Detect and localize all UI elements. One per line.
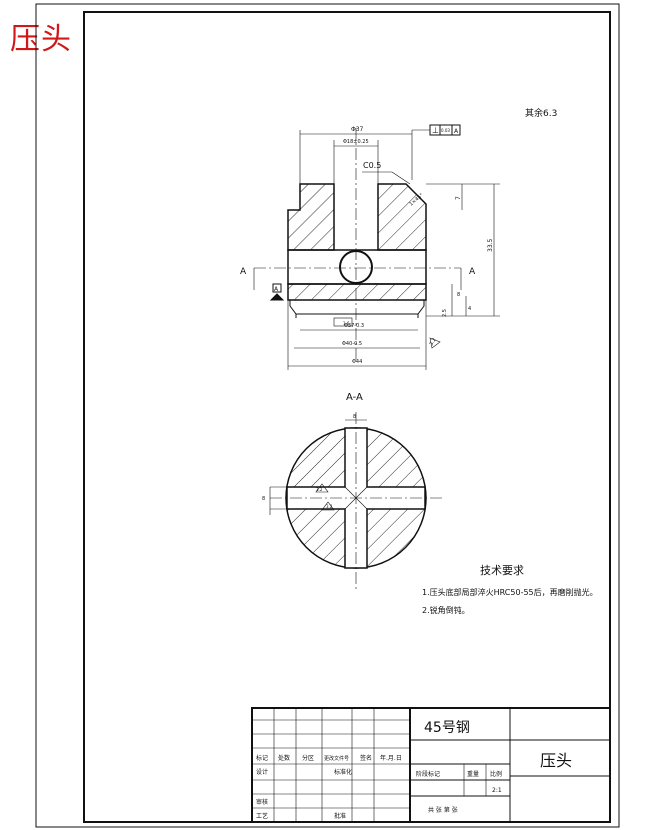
roughness-note: 其余6.3 [525, 107, 557, 119]
dim-4: 4 [468, 306, 471, 312]
dim-top-width: Φ37 [351, 126, 364, 133]
technical-requirements: 技术要求 1.压头底部局部淬火HRC50-55后，再磨削抛光。 2.锐角倒钝。 [422, 564, 598, 615]
dim-small-height: 7 [455, 196, 462, 200]
section-mark-right: A [469, 267, 476, 277]
header-count: 处数 [278, 754, 290, 762]
section-title: A-A [346, 392, 363, 403]
body-left-hatch [287, 183, 335, 251]
material-label: 45号钢 [424, 720, 470, 736]
lower-hatch [287, 283, 427, 301]
roughness-lower: 3.2 [429, 337, 438, 347]
weight-label: 重量 [467, 770, 479, 778]
row-standard: 标准化 [334, 768, 352, 776]
datum-label: A [274, 286, 279, 293]
dim-bore: Φ18±0.25 [343, 139, 369, 145]
dim-slot-width: 8 [353, 414, 356, 420]
bottom-flange [289, 300, 425, 315]
sheet-count: 共 张 第 张 [428, 806, 458, 814]
main-section-view: Φ37 Φ18±0.25 C0.5 ⊥ 0.03 A 33.5 7 1×45° … [240, 124, 500, 370]
header-zone: 分区 [302, 754, 314, 762]
section-mark-left: A [240, 267, 247, 277]
roughness-box-inner [333, 317, 353, 327]
drawing-border [83, 11, 611, 823]
section-view-aa: A-A 8 8 3.2 3.2 [262, 392, 442, 590]
title-block-part-name: 压头 [540, 751, 572, 770]
title-block: 45号钢 压头 标记 处数 分区 更改文件号 签名 年.月.日 设计 标准化 审… [251, 707, 611, 823]
dim-2-5: 2.5 [442, 309, 448, 317]
cross-hole-band [287, 249, 427, 285]
dim-chamfer: C0.5 [363, 161, 381, 170]
dim-groove: Φ37-0.3 [344, 323, 364, 329]
section-roughness-b: 3.2 [326, 504, 333, 509]
tolerance-datum: A [454, 128, 459, 135]
row-process: 工艺 [256, 812, 268, 820]
datum-box [272, 283, 282, 293]
dim-body: Φ40-0.5 [342, 341, 362, 347]
perpendicularity-value: 0.03 [441, 128, 450, 133]
header-date: 年.月.日 [380, 754, 402, 762]
dim-bottom: Φ44 [352, 359, 362, 365]
dim-slot-height: 8 [262, 496, 265, 502]
tech-req-item-2: 2.锐角倒钝。 [422, 605, 470, 615]
body-right-hatch [377, 183, 427, 251]
cross-hole-circle [339, 250, 373, 284]
part-name-stamp: 压头 [10, 22, 72, 57]
row-approve: 批准 [334, 812, 346, 820]
scale-label: 比例 [490, 770, 502, 778]
tech-req-item-1: 1.压头底部局部淬火HRC50-55后，再磨削抛光。 [422, 587, 598, 597]
row-design: 设计 [256, 768, 268, 776]
roughness-inner: 1.6 [343, 321, 350, 326]
header-mark: 标记 [256, 754, 268, 762]
stage-mark-label: 阶段标记 [416, 770, 440, 778]
dim-total-height: 33.5 [487, 238, 494, 252]
perpendicularity-symbol: ⊥ [432, 126, 439, 135]
tech-req-title: 技术要求 [480, 564, 524, 577]
header-change-doc: 更改文件号 [324, 755, 349, 762]
scale-value: 2:1 [492, 787, 502, 794]
outer-frame [35, 3, 620, 828]
section-roughness-a: 3.2 [316, 487, 323, 492]
dim-8: 8 [457, 292, 460, 298]
row-review: 审核 [256, 798, 268, 806]
header-signature: 签名 [360, 754, 372, 762]
